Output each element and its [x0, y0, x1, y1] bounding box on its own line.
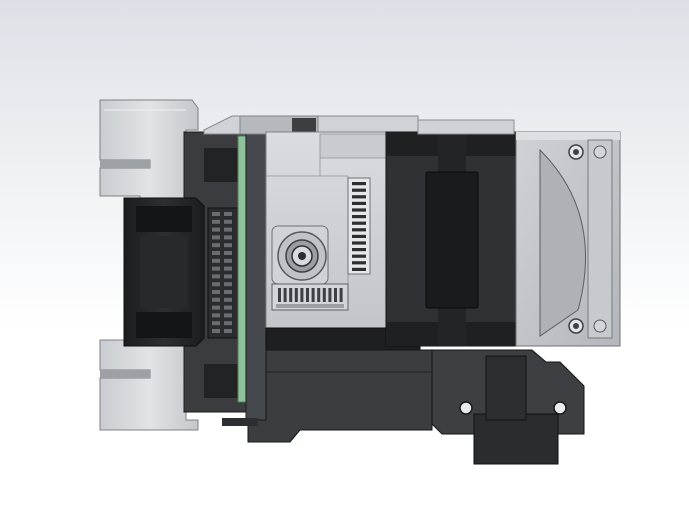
header-pin [212, 282, 220, 287]
rack-tooth [352, 248, 366, 252]
header-pin [212, 235, 220, 240]
rack-tooth [352, 195, 366, 199]
header-pin [212, 329, 220, 333]
rack-tooth [352, 215, 366, 219]
rack-tooth [352, 241, 366, 245]
header-pin [212, 258, 220, 263]
ribbon-pin [294, 288, 298, 302]
header-pin [212, 219, 220, 224]
ribbon-pin [289, 288, 293, 302]
header-pin [224, 297, 232, 302]
header-pin [224, 251, 232, 255]
header-pin [224, 219, 232, 224]
header-pin [212, 321, 220, 326]
rack-tooth [352, 182, 366, 186]
rack-tooth [352, 188, 366, 192]
ribbon-pin [311, 288, 315, 302]
header-pin [224, 243, 232, 248]
header-pin [224, 266, 232, 271]
header-pin [212, 212, 220, 216]
black-connector-housing [123, 197, 205, 347]
header-pin [212, 274, 220, 279]
ribbon-pin [328, 288, 332, 302]
header-pin [212, 313, 220, 318]
lens-socket [271, 225, 329, 285]
ribbon-pin [306, 288, 309, 302]
header-pin [212, 243, 220, 248]
rack-tooth [352, 261, 366, 265]
rack-tooth [352, 267, 366, 271]
header-pin [224, 305, 232, 310]
header-pin [224, 212, 232, 216]
header-pin [212, 251, 220, 255]
ribbon-pin [322, 288, 326, 302]
ribbon-pin [300, 288, 304, 302]
ribbon-pin [317, 288, 321, 302]
ribbon-pin [278, 288, 281, 302]
rack-tooth [352, 234, 366, 238]
gear-rack [347, 177, 371, 275]
connector-frame [183, 131, 247, 413]
header-pin [224, 321, 232, 326]
rack-tooth [352, 254, 366, 258]
header-pin [224, 227, 232, 232]
header-pin [224, 282, 232, 287]
top-rail [203, 115, 419, 135]
header-pin [212, 297, 220, 302]
lower-housing [222, 327, 433, 443]
ribbon-pin [334, 288, 337, 302]
ribbon-pin [339, 288, 343, 302]
header-pin [224, 258, 232, 263]
pin-header [207, 207, 239, 339]
motor-body [385, 119, 519, 347]
header-pin [224, 274, 232, 279]
mounting-plate [431, 349, 585, 465]
rack-tooth [352, 221, 366, 225]
header-pin [224, 313, 232, 318]
header-pin [212, 266, 220, 271]
pcb-board [237, 129, 267, 421]
fan-unit [515, 131, 621, 347]
header-pin [224, 329, 232, 333]
rack-tooth [352, 228, 366, 232]
ribbon-connector [271, 283, 349, 311]
rack-tooth [352, 201, 366, 205]
header-pin [212, 227, 220, 232]
rack-tooth [352, 208, 366, 212]
header-pin [224, 290, 232, 294]
ribbon-pin [283, 288, 287, 302]
header-pin [212, 290, 220, 294]
header-pin [224, 235, 232, 240]
header-pin [212, 305, 220, 310]
